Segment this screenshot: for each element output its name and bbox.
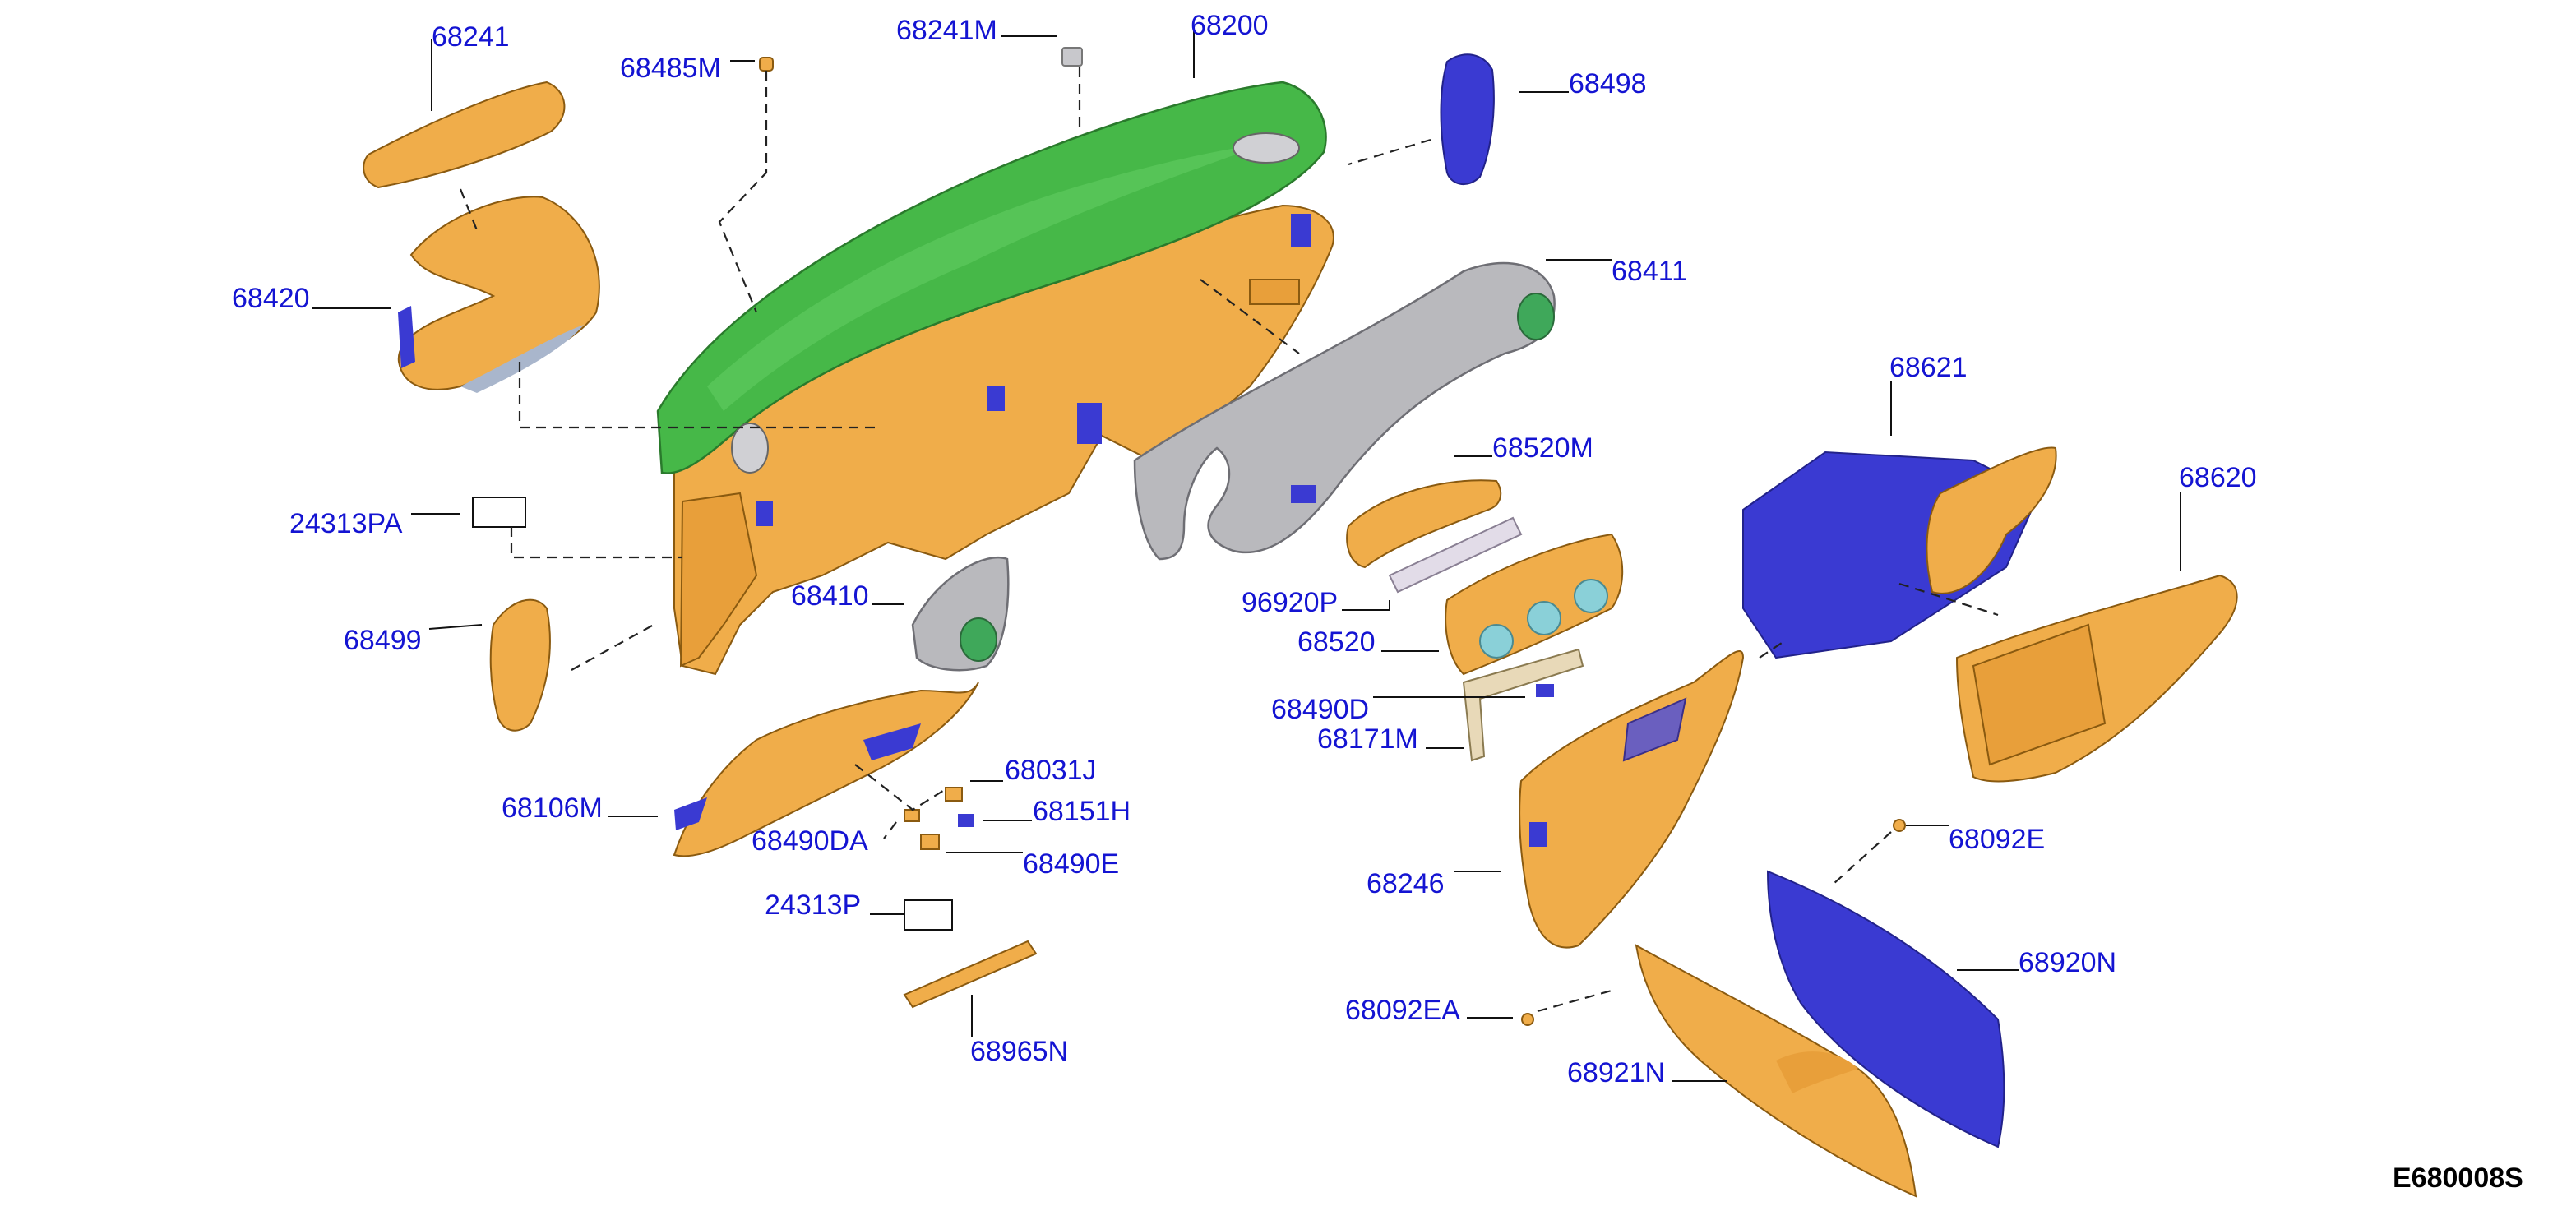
part-68490DA-shape[interactable] <box>904 809 920 822</box>
label-68485M: 68485M <box>620 53 721 84</box>
leader-96920P <box>1342 600 1390 611</box>
label-24313PA: 24313PA <box>289 508 403 539</box>
dashed-line-68499 <box>571 624 654 671</box>
dashed-line-68621-68620 <box>1898 582 1999 617</box>
part-68246-window <box>1622 697 1687 762</box>
part-68490D-shape[interactable] <box>1536 684 1554 697</box>
part-68200-clip-b <box>987 386 1005 411</box>
label-68200: 68200 <box>1191 10 1269 41</box>
part-68490E-shape[interactable] <box>920 834 940 850</box>
dashed-line-68420-panel <box>518 362 880 429</box>
part-68420-shape[interactable] <box>397 196 600 390</box>
part-68520-knob-1 <box>1479 624 1514 659</box>
label-68499: 68499 <box>344 625 422 656</box>
label-68092E: 68092E <box>1949 824 2045 855</box>
label-68620: 68620 <box>2179 462 2257 493</box>
label-68621: 68621 <box>1889 352 1968 383</box>
part-68031J-shape[interactable] <box>945 787 963 802</box>
part-68520-knob-2 <box>1527 601 1561 635</box>
part-68420-clip <box>398 306 415 368</box>
part-68965N-shape[interactable] <box>903 940 1038 1009</box>
part-68499-shape[interactable] <box>489 598 551 732</box>
label-68411: 68411 <box>1612 256 1687 287</box>
part-68106M-clip <box>863 723 921 760</box>
part-68092E-shape[interactable] <box>1893 819 1906 832</box>
label-68420: 68420 <box>232 283 310 314</box>
label-68241: 68241 <box>432 21 510 53</box>
label-68920N: 68920N <box>2019 947 2116 978</box>
part-68200-side-vent-left <box>731 423 769 474</box>
label-68151H: 68151H <box>1033 796 1131 827</box>
label-68490E: 68490E <box>1023 848 1119 880</box>
label-68410: 68410 <box>791 580 869 612</box>
dashed-line-68498 <box>1348 138 1431 166</box>
label-68031J: 68031J <box>1005 755 1097 786</box>
part-68410-shape[interactable] <box>911 556 1010 672</box>
part-68200-side-vent-right <box>1233 132 1300 164</box>
label-68171M: 68171M <box>1317 723 1418 755</box>
part-68921N-shape[interactable] <box>1635 944 1917 1198</box>
part-68106M-edge <box>674 797 707 830</box>
diagram-code: E680008S <box>2393 1162 2523 1194</box>
label-68106M: 68106M <box>502 793 603 824</box>
part-68241-shape[interactable] <box>363 81 566 189</box>
part-68092EA-shape[interactable] <box>1521 1013 1534 1026</box>
label-68246: 68246 <box>1367 868 1445 899</box>
part-68420-shadow <box>460 325 584 393</box>
part-68498-shape[interactable] <box>1440 53 1495 185</box>
dashed-line-68621-lower <box>1759 640 1785 659</box>
label-68092EA: 68092EA <box>1345 995 1460 1026</box>
dashed-line-68411 <box>1200 279 1300 354</box>
label-24313P: 24313P <box>765 890 861 921</box>
part-68621-bracket <box>1926 446 2057 594</box>
leader-68499 <box>428 624 483 630</box>
label-68490DA: 68490DA <box>752 825 868 857</box>
dashed-line-68092EA <box>1537 989 1612 1013</box>
part-68200-clip-e <box>1249 279 1300 305</box>
dashed-line-68490DA <box>883 821 897 839</box>
part-68106M-shape[interactable] <box>673 682 979 857</box>
label-68965N: 68965N <box>970 1036 1068 1067</box>
part-68246-shape[interactable] <box>1519 650 1745 949</box>
part-24313P-box[interactable] <box>904 899 953 931</box>
dashed-line-68092E <box>1833 831 1892 885</box>
part-68200-clip-d <box>756 501 773 526</box>
part-68200-frame-lower <box>679 492 758 668</box>
part-68921N-fold <box>1776 1051 1858 1093</box>
dashed-line-68106M-clips <box>854 764 946 811</box>
part-68520-knob-3 <box>1574 579 1608 613</box>
part-68920N-shape[interactable] <box>1766 870 2005 1148</box>
part-24313PA-box[interactable] <box>472 497 526 528</box>
label-68498: 68498 <box>1569 68 1647 99</box>
dashed-line-68241-68420 <box>459 188 479 231</box>
part-96920P-shape[interactable] <box>1388 516 1523 594</box>
part-68411-shape[interactable] <box>1133 261 1556 561</box>
dashed-line-24313PA <box>510 527 682 559</box>
label-68241M: 68241M <box>896 15 997 46</box>
part-68411-vent <box>1517 293 1555 340</box>
part-68246-clip <box>1529 822 1547 847</box>
label-68921N: 68921N <box>1567 1057 1665 1088</box>
label-96920P: 96920P <box>1242 587 1338 618</box>
part-68485M-shape[interactable] <box>759 57 774 72</box>
label-68490D: 68490D <box>1271 694 1369 725</box>
part-68411-clip <box>1291 485 1316 503</box>
part-68171M-shape[interactable] <box>1462 648 1584 762</box>
part-68151H-shape[interactable] <box>958 814 974 827</box>
part-68520M-shape[interactable] <box>1346 479 1502 569</box>
part-68200-clip-c <box>1291 214 1311 247</box>
part-68200-clip-a <box>1077 403 1102 444</box>
part-68620-bin <box>1972 623 2107 766</box>
label-68520M: 68520M <box>1492 432 1593 464</box>
label-68520: 68520 <box>1297 626 1376 658</box>
dashed-line-68485M <box>718 71 768 313</box>
part-68241M-shape[interactable] <box>1061 47 1083 67</box>
part-68410-vent <box>960 617 997 662</box>
